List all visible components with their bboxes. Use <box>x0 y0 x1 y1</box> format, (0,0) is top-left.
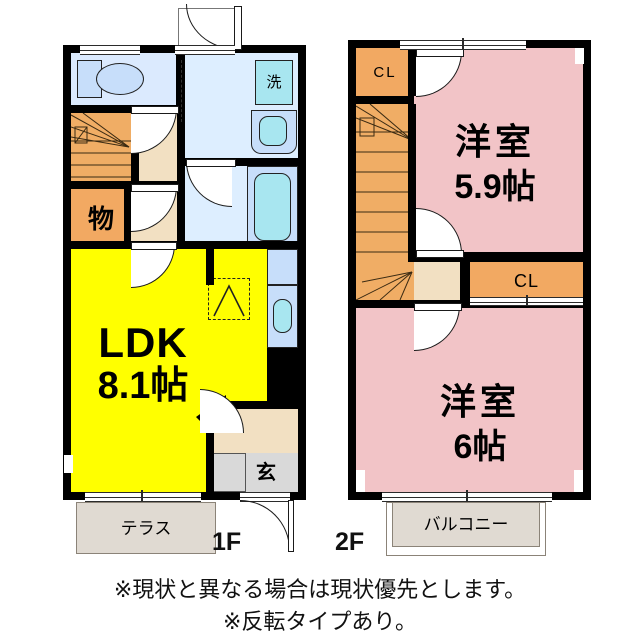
bedroom-lower-notch-left <box>356 470 365 492</box>
bathtub-icon <box>254 173 291 241</box>
bedroom-upper-window-sash <box>462 38 464 50</box>
bedroom-lower-window-sash <box>466 490 468 502</box>
bedroom-upper-door2-leaf[interactable] <box>416 250 464 258</box>
terrace-label: テラス <box>120 518 172 538</box>
genkan-label: 玄 <box>256 462 276 484</box>
ldk-window-sash <box>141 490 143 502</box>
wall-storage-right <box>124 189 131 249</box>
entrance-doorway <box>240 492 290 502</box>
second-floor-plan: CL CL <box>330 0 640 570</box>
bedroom-upper-door-leaf[interactable] <box>416 49 464 57</box>
staircase-2f-icon <box>356 104 414 300</box>
bedroom-upper-name-label: 洋室 <box>454 121 535 162</box>
closet-lower <box>470 262 583 300</box>
bedroom-lower-notch-right <box>574 470 583 492</box>
bathroom-door-leaf[interactable] <box>186 159 236 167</box>
wall-closet-upper-bottom <box>356 96 414 104</box>
wall-landing-top <box>414 255 583 262</box>
sliding-partition-icon <box>181 60 182 122</box>
vanity-basin-icon <box>259 116 287 146</box>
wall-kitchen-left <box>206 249 214 285</box>
wall-closet-upper-right <box>408 48 416 96</box>
staircase-icon <box>71 113 131 178</box>
storage-door-leaf[interactable] <box>131 184 179 192</box>
first-floor-plan: 洗 <box>0 0 330 570</box>
toilet-door-leaf[interactable] <box>131 106 179 114</box>
toilet-bowl-icon <box>96 63 144 95</box>
balcony-label: バルコニー <box>423 515 509 534</box>
vent-cross-icon <box>213 284 245 317</box>
closet-upper-label: CL <box>373 63 397 81</box>
wall-bath-top <box>185 158 298 166</box>
ldk-area-label: 8.1帖 <box>97 365 189 407</box>
bedroom-lower <box>356 308 583 492</box>
wall-stair-bottom <box>71 181 131 189</box>
floor-tag-1f: 1F <box>212 528 242 556</box>
exterior-door-leaf-top[interactable] <box>234 6 242 50</box>
floor-tag-2f: 2F <box>335 528 365 556</box>
storage-label: 物 <box>87 204 114 234</box>
genkan-tile <box>213 453 298 492</box>
staircase-1f <box>71 113 131 181</box>
bedroom-upper-area-label: 5.9帖 <box>454 168 536 206</box>
wall-genkan-top <box>206 401 298 409</box>
entrance-door-swing[interactable] <box>240 500 290 550</box>
wall-ldk-top <box>71 241 298 249</box>
wall-bedroom-lower-top <box>356 300 583 308</box>
washer-label: 洗 <box>266 74 282 91</box>
stove-icon <box>267 249 298 285</box>
ceiling-vent-icon <box>208 278 250 320</box>
wall-stair-right-2f <box>408 104 416 262</box>
terrace-area <box>76 502 216 554</box>
balcony-area <box>392 502 540 547</box>
ldk-door-leaf[interactable] <box>131 242 177 250</box>
closet-lower-label: CL <box>513 271 539 291</box>
bedroom-lower-door-leaf[interactable] <box>414 303 462 311</box>
bedroom-lower-name-label: 洋室 <box>439 381 520 422</box>
wall-toilet-bottom <box>71 105 177 113</box>
ldk-window <box>85 492 201 502</box>
note-line-1: ※現状と異なる場合は現状優先とします。 <box>113 577 527 602</box>
kitchen-sink-icon <box>273 299 292 333</box>
note-line-2: ※反転タイプあり。 <box>223 609 417 634</box>
ldk-notch <box>64 455 73 473</box>
wall-genkan-left <box>206 409 214 492</box>
entrance-door-leaf[interactable] <box>288 500 294 552</box>
storage-closet <box>71 189 131 249</box>
closet-upper <box>356 48 414 96</box>
closet-lower-sash <box>526 295 528 306</box>
washing-machine-icon <box>255 60 293 105</box>
exterior-doorway-top <box>175 45 235 55</box>
ldk-name-label: LDK <box>98 319 188 366</box>
bedroom-upper-notch <box>575 48 584 64</box>
toilet-window <box>80 45 140 55</box>
wall-corridor-right <box>177 53 185 249</box>
ldk-room-upper <box>71 249 267 409</box>
wall-closet-lower-left <box>460 255 468 308</box>
bedroom-lower-area-label: 6帖 <box>453 428 507 466</box>
